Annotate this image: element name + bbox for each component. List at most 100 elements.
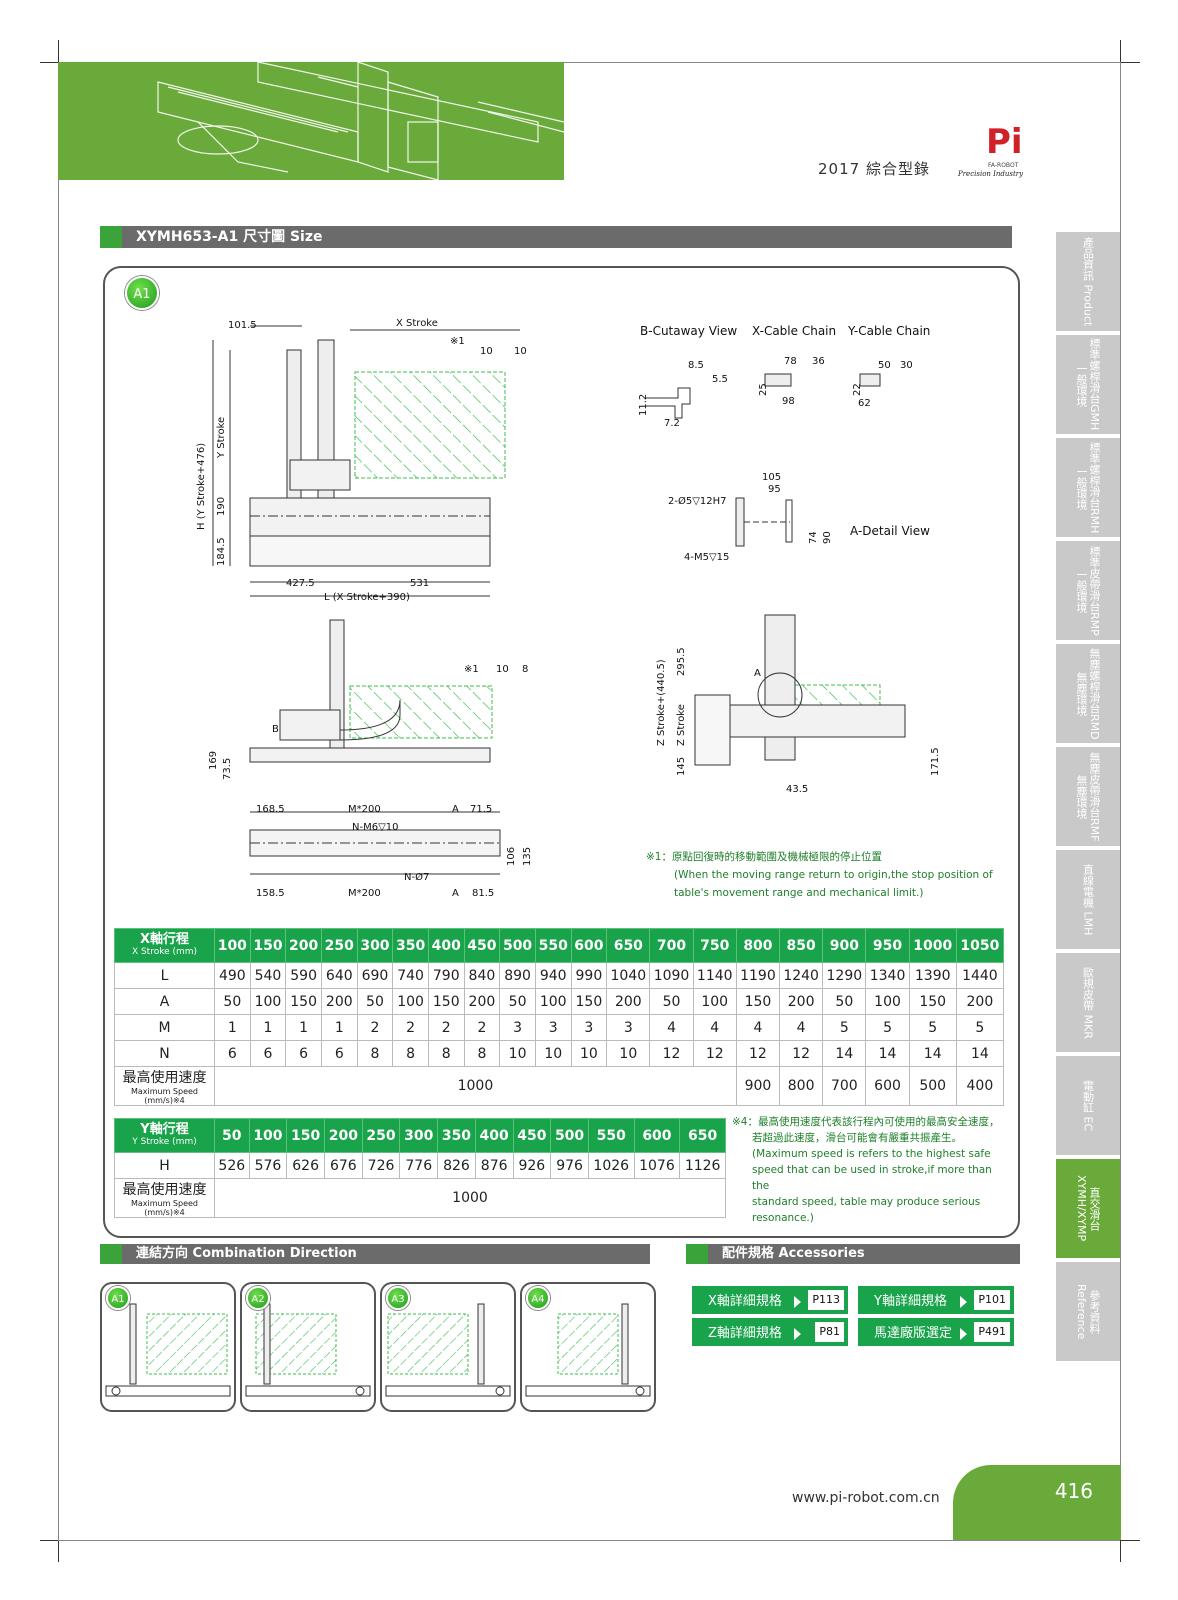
dim-label: 36 xyxy=(812,356,825,367)
side-tab-product[interactable]: 產品資訊 Product xyxy=(1056,232,1120,333)
side-tab-rmh[interactable]: 標準螺桿滑台RMH 一般環境 xyxy=(1056,438,1120,539)
table-cell: 3 xyxy=(499,1014,536,1041)
table-cell: 1440 xyxy=(955,962,1005,989)
dim-label: 169 xyxy=(208,750,219,770)
table-cell: 50 xyxy=(356,988,394,1015)
side-tab-rmp[interactable]: 標準皮帶滑台RMP 一般環境 xyxy=(1056,541,1120,642)
dim-label: Y Stroke xyxy=(216,416,227,458)
side-tab-label: 無塵螺桿滑台RMD 無塵環境 xyxy=(1075,647,1101,740)
side-tab-rmd[interactable]: 無塵螺桿滑台RMD 無塵環境 xyxy=(1056,644,1120,745)
table-cell: 1040 xyxy=(606,962,651,989)
table-cell: 1090 xyxy=(649,962,694,989)
table-cell: 100 xyxy=(692,988,737,1015)
table-cell: 840 xyxy=(463,962,501,989)
table-cell: 100 xyxy=(249,988,287,1015)
stroke-cell: 1050 xyxy=(955,928,1005,963)
dim-label: 90 xyxy=(822,531,833,544)
dim-label: 171.5 xyxy=(930,747,941,776)
table-cell: 500 xyxy=(908,1066,957,1106)
side-tab-mkr[interactable]: 歐規皮帶 MKR xyxy=(1056,953,1120,1054)
side-tab-lmh[interactable]: 直線電機 LMH xyxy=(1056,850,1120,951)
stroke-cell: 300 xyxy=(356,928,394,963)
crop-mark xyxy=(40,1540,58,1541)
dim-label: Z Stroke xyxy=(676,704,687,746)
side-tab-label: 產品資訊 Product xyxy=(1081,236,1095,327)
side-tab-xymh[interactable]: 直交滑台 XYMH/XYMP xyxy=(1056,1159,1120,1260)
footer-url[interactable]: www.pi-robot.com.cn xyxy=(792,1490,940,1506)
dim-label: 78 xyxy=(784,356,797,367)
page-border-bottom xyxy=(58,1540,1120,1541)
table-cell: 14 xyxy=(822,1040,867,1067)
crop-mark xyxy=(40,62,58,63)
x-axis-spec-button[interactable]: X軸詳細規格 P113 xyxy=(692,1286,848,1314)
y-axis-spec-button[interactable]: Y軸詳細規格 P101 xyxy=(858,1286,1014,1314)
table-cell: 6 xyxy=(285,1040,322,1067)
dim-label: 30 xyxy=(900,360,913,371)
table-cell: 5 xyxy=(908,1014,957,1041)
arrow-right-icon xyxy=(794,1296,801,1308)
table-cell: 150 xyxy=(570,988,608,1015)
page-number-tab: 416 xyxy=(953,1465,1121,1540)
title-accent xyxy=(100,226,122,248)
table-cell: 50 xyxy=(499,988,536,1015)
z-axis-spec-button[interactable]: Z軸詳細規格 P81 xyxy=(692,1318,848,1346)
b-cutaway-title: B-Cutaway View xyxy=(640,324,738,338)
table-cell: 200 xyxy=(463,988,501,1015)
crop-mark xyxy=(58,40,59,62)
table-cell: 8 xyxy=(463,1040,501,1067)
page-number: 416 xyxy=(1054,1479,1093,1503)
table-cell: 1340 xyxy=(865,962,910,989)
table-cell: 790 xyxy=(427,962,465,989)
crop-mark xyxy=(1120,1540,1140,1541)
side-tab-rmf[interactable]: 無塵皮帶滑台RMF 無塵環境 xyxy=(1056,747,1120,848)
dim-label: 2-Ø5▽12H7 xyxy=(668,496,727,507)
dim-label: 10 xyxy=(514,346,527,357)
combo-badge: A1 xyxy=(106,1286,130,1310)
combo-a1 xyxy=(100,1282,236,1412)
dim-label: 158.5 xyxy=(256,888,285,899)
arrow-right-icon xyxy=(960,1296,967,1308)
table-cell: 5 xyxy=(955,1014,1005,1041)
table-cell: 150 xyxy=(427,988,465,1015)
table-cell: 976 xyxy=(550,1152,589,1179)
stroke-cell: 450 xyxy=(512,1118,552,1153)
stroke-cell: 200 xyxy=(323,1118,363,1153)
side-tab-label: 參考資料 Reference xyxy=(1075,1283,1101,1340)
dim-label: 190 xyxy=(216,496,227,516)
stroke-cell: 400 xyxy=(474,1118,514,1153)
table-cell: 2 xyxy=(463,1014,501,1041)
side-tab-ec[interactable]: 電動缸 EC xyxy=(1056,1056,1120,1157)
note-4: ※4：最高使用速度代表該行程內可使用的最高安全速度， 若超過此速度，滑台可能會有… xyxy=(732,1114,1004,1226)
side-tab-reference[interactable]: 參考資料 Reference xyxy=(1056,1262,1120,1363)
logo-tagline: Precision Industry xyxy=(958,170,1024,178)
table-cell: 576 xyxy=(248,1152,288,1179)
table-cell: 12 xyxy=(692,1040,737,1067)
table-cell: 900 xyxy=(735,1066,781,1106)
table-cell: 6 xyxy=(214,1040,251,1067)
dim-label: 106 xyxy=(506,846,517,866)
table-cell: 200 xyxy=(779,988,824,1015)
page-border-top xyxy=(58,62,1120,63)
table-cell: 3 xyxy=(534,1014,572,1041)
table-cell: 50 xyxy=(214,988,251,1015)
table-cell: 14 xyxy=(865,1040,910,1067)
table-cell: 676 xyxy=(323,1152,363,1179)
table-cell: 12 xyxy=(779,1040,824,1067)
table-cell: 776 xyxy=(399,1152,439,1179)
table-cell: 2 xyxy=(427,1014,465,1041)
table-cell: 1026 xyxy=(587,1152,635,1179)
stroke-cell: 650 xyxy=(606,928,651,963)
motor-selection-button[interactable]: 馬達廠版選定 P491 xyxy=(858,1318,1014,1346)
dim-label: 145 xyxy=(676,756,687,776)
table-cell: 5 xyxy=(822,1014,867,1041)
stroke-cell: 100 xyxy=(248,1118,288,1153)
side-tab-gmh[interactable]: 標準螺桿滑台GMH 一般環境 xyxy=(1056,335,1120,436)
dim-label: 105 xyxy=(762,472,782,483)
combo-a1-diagram xyxy=(105,1303,231,1397)
table-cell: 6 xyxy=(249,1040,287,1067)
